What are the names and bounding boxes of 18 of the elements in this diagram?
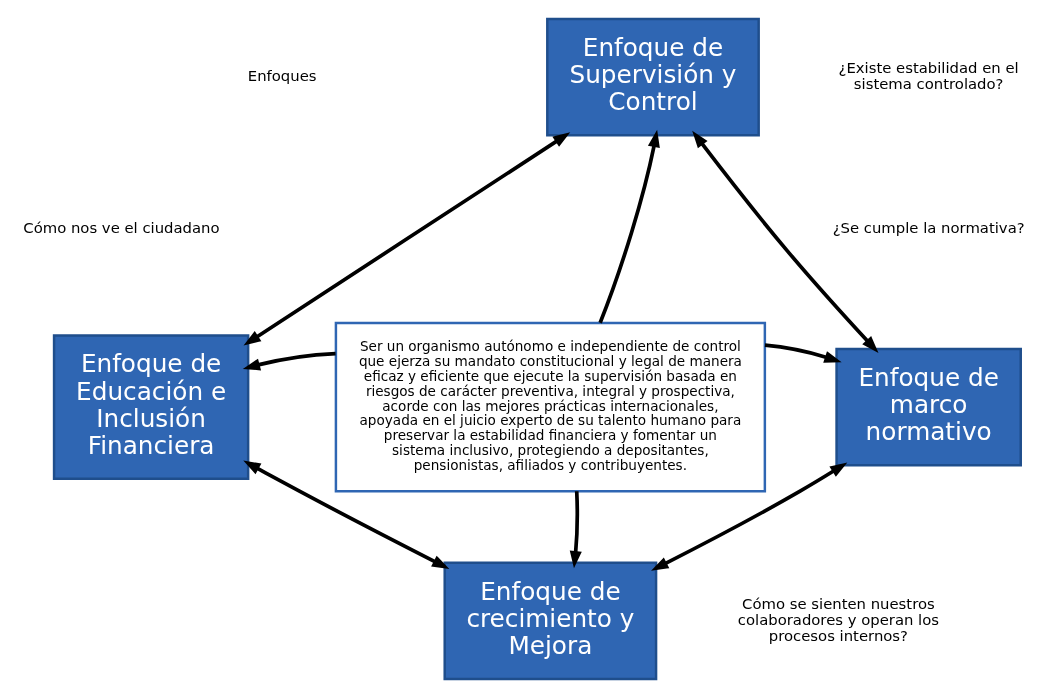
node-box: Enfoque de Supervisión y Control xyxy=(546,17,760,136)
node-box: Enfoque de marco normativo xyxy=(835,347,1022,466)
label: ¿Existe estabilidad en el sistema controlado? xyxy=(838,58,1019,92)
arrow xyxy=(651,461,848,571)
arrow xyxy=(243,459,450,569)
arrow xyxy=(243,131,571,346)
arrow xyxy=(569,490,582,568)
node-box: Ser un organismo autónomo e independiente de control que ejerza su mandato constitucional y legal de manera eficaz y eficiente que ejecute la supervisión basada en riesgos de carácter preventiva, integral y prospectiva, acorde con las mejores prácticas internacionales, apoyada en el juicio experto de su talento humano para preservar la estabilidad financiera y fomentar un sistema inclusivo, protegiendo a depositantes, pensionistas, afiliados y contribuyentes. xyxy=(334,321,767,492)
label: Cómo se sienten nuestros colaboradores y operan los procesos internos? xyxy=(737,594,940,644)
node-box: Enfoque de Educación e Inclusión Financiera xyxy=(52,333,250,480)
label: ¿Se cumple la normativa? xyxy=(832,218,1025,236)
node-box: Enfoque de crecimiento y Mejora xyxy=(443,561,658,680)
label: Enfoques xyxy=(247,66,317,84)
arrow xyxy=(598,129,660,323)
arrow xyxy=(692,130,879,353)
label: Cómo nos ve el ciudadano xyxy=(23,218,220,236)
arrow xyxy=(764,342,842,363)
arrow xyxy=(242,351,336,370)
